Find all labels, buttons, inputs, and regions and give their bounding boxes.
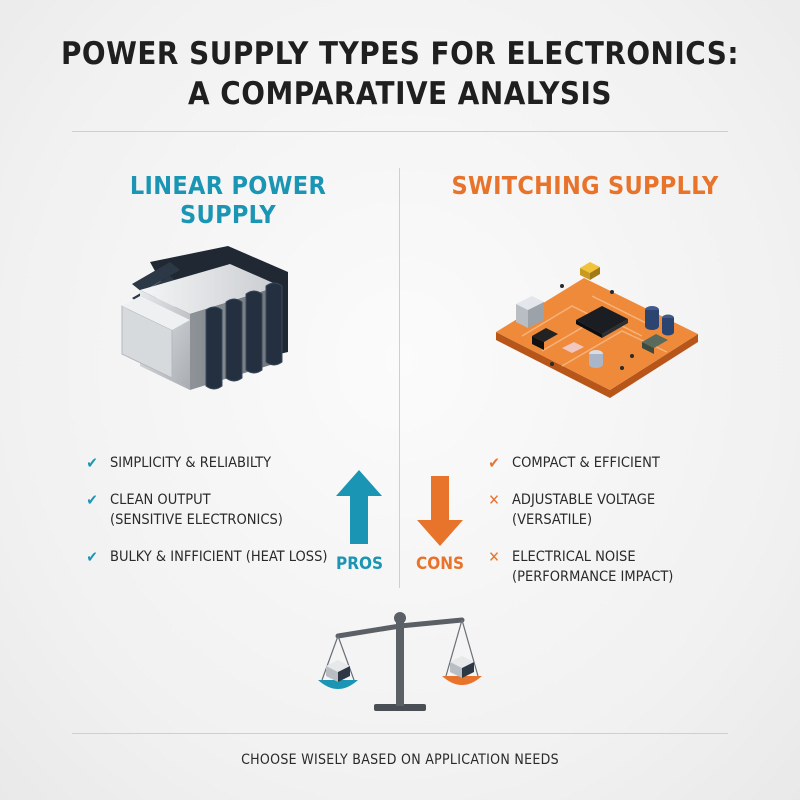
- top-divider: [72, 131, 728, 132]
- check-icon: ✔: [86, 491, 98, 509]
- list-item-text: CLEAN OUTPUT: [110, 492, 211, 508]
- check-icon: ✔: [86, 454, 98, 472]
- list-item-text: SIMPLICITY & RELIABILTY: [110, 455, 272, 471]
- list-item-subtext: (SENSITIVE ELECTRONICS): [110, 512, 283, 528]
- circuit-board-icon: [496, 262, 698, 398]
- list-item-subtext: (PERFORMANCE IMPACT): [512, 569, 674, 585]
- switching-list: ✔ COMPACT & EFFICIENT ✕ ADJUSTABLE VOLTA…: [484, 453, 764, 604]
- transformer-icon: [121, 246, 288, 390]
- page-title: POWER SUPPLY TYPES FOR ELECTRONICS: A CO…: [0, 34, 800, 114]
- list-item-subtext: (VERSATILE): [512, 512, 593, 528]
- linear-heading: LINEAR POWER SUPPLY: [129, 171, 327, 229]
- cross-icon: ✕: [488, 548, 500, 566]
- arrow-up-icon: [336, 470, 382, 544]
- list-item: ✔ CLEAN OUTPUT (SENSITIVE ELECTRONICS): [82, 490, 382, 530]
- cons-label: CONS: [415, 554, 465, 574]
- title-line-2: A COMPARATIVE ANALYSIS: [188, 76, 612, 112]
- list-item-text: COMPACT & EFFICIENT: [512, 455, 660, 471]
- title-line-1: POWER SUPPLY TYPES FOR ELECTRONICS:: [60, 36, 740, 72]
- list-item: ✔ BULKY & INFFICIENT (HEAT LOSS): [82, 547, 382, 567]
- list-item-text: BULKY & INFFICIENT (HEAT LOSS): [110, 549, 328, 565]
- footer-text: CHOOSE WISELY BASED ON APPLICATION NEEDS: [241, 752, 559, 768]
- switching-heading: SWITCHING SUPPLLY: [451, 171, 719, 200]
- linear-list: ✔ SIMPLICITY & RELIABILTY ✔ CLEAN OUTPUT…: [82, 453, 382, 584]
- bottom-divider: [72, 733, 728, 734]
- list-item: ✕ ADJUSTABLE VOLTAGE (VERSATILE): [484, 490, 764, 530]
- list-item-text: ELECTRICAL NOISE: [512, 549, 636, 565]
- cross-icon: ✕: [488, 491, 500, 509]
- list-item: ✕ ELECTRICAL NOISE (PERFORMANCE IMPACT): [484, 547, 764, 587]
- check-icon: ✔: [86, 548, 98, 566]
- pros-label: PROS: [336, 554, 383, 574]
- arrow-down-icon: [417, 476, 463, 546]
- check-icon: ✔: [488, 454, 500, 472]
- list-item-text: ADJUSTABLE VOLTAGE: [512, 492, 656, 508]
- list-item: ✔ SIMPLICITY & RELIABILTY: [82, 453, 382, 473]
- list-item: ✔ COMPACT & EFFICIENT: [484, 453, 764, 473]
- center-divider: [399, 168, 400, 588]
- balance-scale-icon: [318, 612, 482, 711]
